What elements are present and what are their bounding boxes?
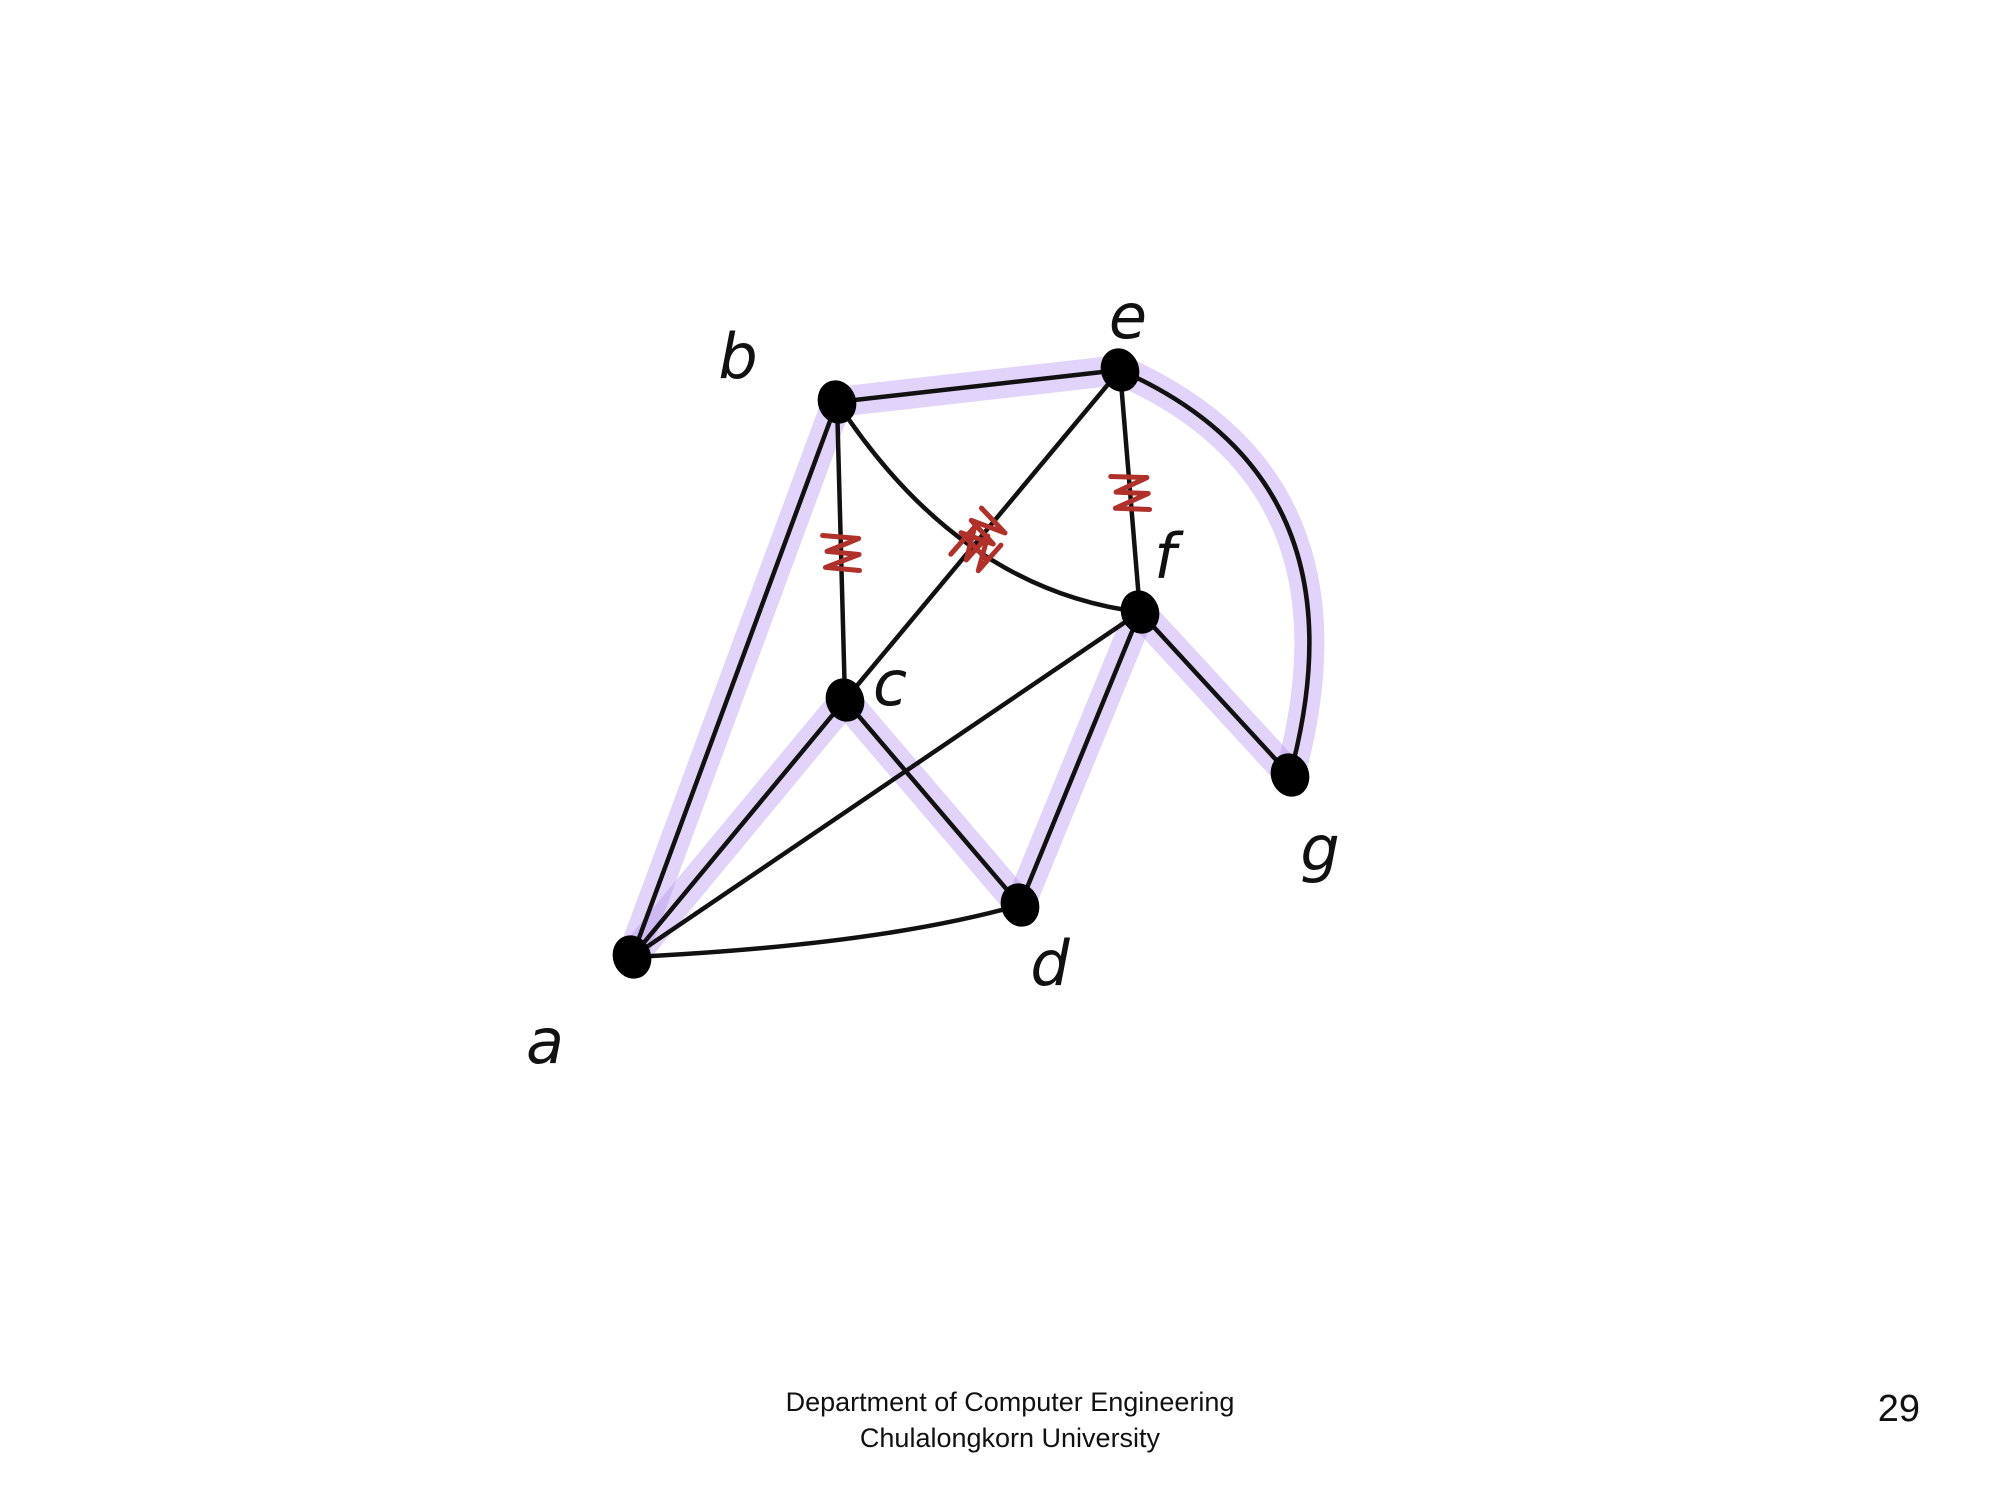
node-e (1100, 348, 1140, 392)
cut-mark-c-e (958, 505, 1008, 562)
edge-c-d (842, 697, 1023, 908)
node-c (825, 678, 865, 722)
node-f (1120, 590, 1160, 634)
node-label-c: c (873, 647, 907, 720)
slide-footer: Department of Computer Engineering Chula… (700, 1384, 1320, 1456)
node-a (612, 935, 652, 979)
slide-number: 29 (1877, 1388, 1920, 1430)
edge-d-f (1017, 609, 1143, 908)
footer-department: Department of Computer Engineering (785, 1387, 1235, 1417)
edge-a-c (629, 697, 848, 960)
cut-mark-e-f (1108, 474, 1153, 512)
node-d (1000, 883, 1040, 927)
node-label-b: b (718, 320, 757, 393)
edge-b-f (834, 399, 1143, 615)
node-label-a: a (526, 1005, 564, 1078)
node-b (817, 380, 857, 424)
edge-a-d (629, 902, 1023, 960)
edge-a-b (629, 399, 840, 960)
edge-e-g (1117, 367, 1312, 778)
cut-mark-layer (820, 474, 1153, 574)
cut-mark-b-c (820, 532, 863, 574)
edge-a-f (629, 609, 1143, 960)
edge-b-e (834, 367, 1123, 405)
node-layer (612, 348, 1310, 979)
node-label-g: g (1300, 812, 1339, 885)
footer-university: Chulalongkorn University (859, 1423, 1161, 1453)
edge-f-g (1137, 609, 1293, 778)
spanning-tree-highlight-layer (617, 355, 1325, 972)
node-g (1270, 753, 1310, 797)
node-label-d: d (1030, 927, 1070, 1000)
node-label-f: f (1154, 520, 1184, 593)
label-layer: a b c d e f g (526, 280, 1340, 1078)
node-label-e: e (1109, 280, 1147, 353)
